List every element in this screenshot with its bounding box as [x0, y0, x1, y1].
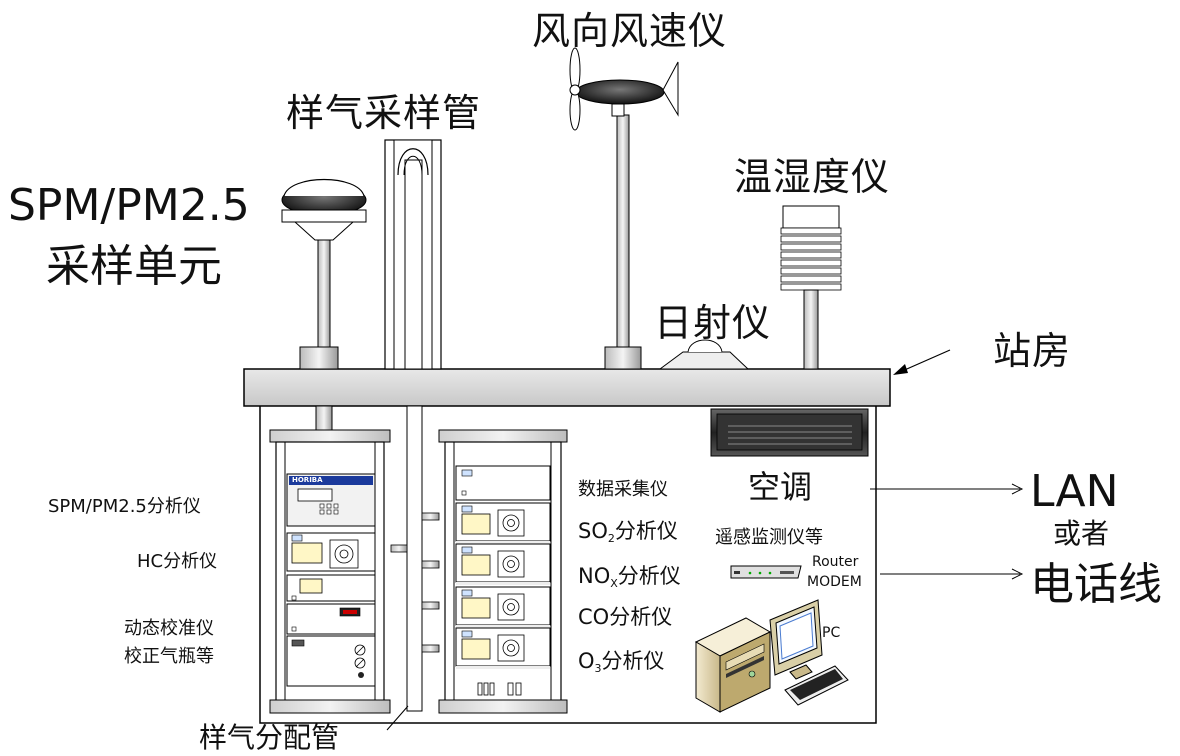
- remote-monitor-label: 遥感监测仪等: [715, 527, 823, 548]
- sample-pipe-label: 样气采样管: [286, 91, 482, 135]
- phone-line-arrow: [880, 568, 1024, 580]
- pc-label: PC: [822, 625, 841, 641]
- router-modem: [730, 565, 802, 579]
- pc-computer: [694, 599, 849, 713]
- pm-unit-label-line1: SPM/PM2.5: [8, 180, 250, 231]
- air-conditioner-label: 空调: [748, 468, 813, 506]
- sample-intake-pipe: [384, 139, 442, 712]
- distribution-pipe-label: 样气分配管: [199, 721, 340, 754]
- or-label: 或者: [1053, 517, 1110, 550]
- so2-analyzer-label: SO2分析仪: [578, 519, 678, 545]
- lan-label: LAN: [1030, 466, 1119, 517]
- modem-label: MODEM: [807, 574, 862, 590]
- pyranometer-label: 日射仪: [654, 301, 772, 345]
- right-analyzer-rack: [438, 429, 568, 714]
- o3-analyzer-label: O3分析仪: [578, 649, 665, 675]
- lan-arrow: [870, 483, 1024, 495]
- pm-unit-label-line2: 采样单元: [46, 241, 222, 292]
- temp-humidity-label: 温湿度仪: [734, 155, 891, 199]
- station-pointer-arrow: [893, 349, 951, 375]
- pyranometer: [658, 339, 750, 370]
- station-roof: [243, 368, 891, 407]
- calibrator-label-line1: 动态校准仪: [124, 618, 214, 639]
- pm-sampling-head: [281, 179, 367, 431]
- temp-humidity-sensor: [780, 205, 842, 370]
- pm-analyzer-label: SPM/PM2.5分析仪: [48, 496, 201, 517]
- station-label: 站房: [993, 329, 1072, 373]
- left-analyzer-rack: [269, 429, 391, 714]
- data-logger-label: 数据采集仪: [578, 479, 668, 500]
- router-label: Router: [812, 554, 859, 570]
- wind-sensor: [569, 47, 679, 370]
- calibrator-label-line2: 校正气瓶等: [124, 646, 214, 667]
- hc-analyzer-label: HC分析仪: [137, 551, 218, 572]
- distribution-pipe-pointer: [386, 705, 409, 731]
- nox-analyzer-label: NOX分析仪: [578, 564, 681, 590]
- wind-sensor-label: 风向风速仪: [532, 9, 728, 53]
- phone-line-label: 电话线: [1030, 559, 1162, 610]
- manifold-connectors: [390, 512, 440, 653]
- horiba-logo: HORIBA: [292, 476, 323, 484]
- co-analyzer-label: CO分析仪: [578, 605, 673, 629]
- air-conditioner: [710, 408, 869, 457]
